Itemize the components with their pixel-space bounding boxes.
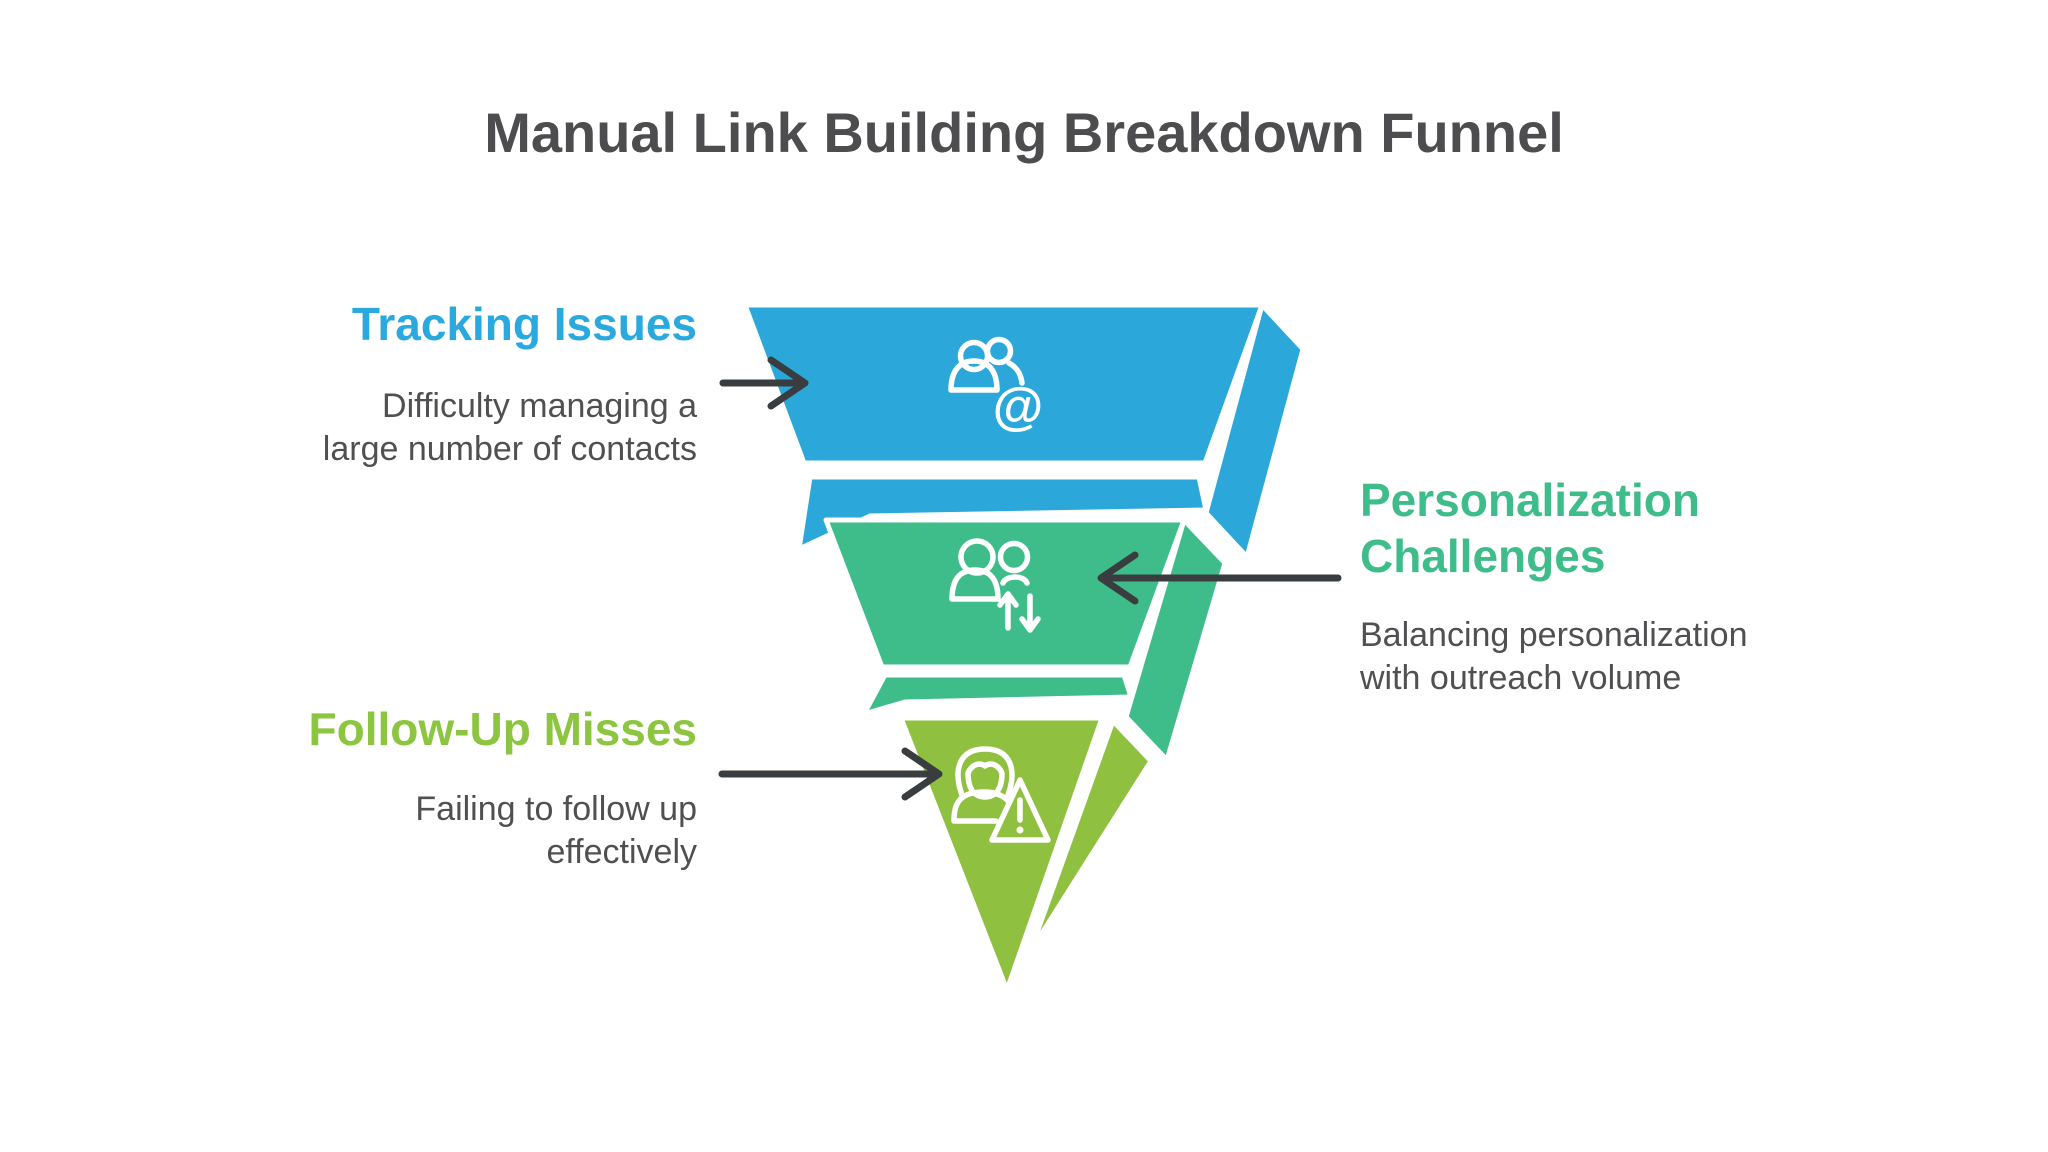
tier1-bottom-lip [796,474,1209,552]
contacts-email-icon: @ [948,336,1044,436]
down-arrow [1019,593,1041,633]
tier2-heading-line2: Challenges [1360,530,1606,582]
tier3-description: Failing to follow up effectively [137,788,697,874]
woman-body [951,789,1012,823]
front-person-body [948,358,1000,393]
tier3-heading: Follow-Up Misses [137,704,697,754]
right-person-head [997,540,1031,574]
at-symbol: @ [993,378,1044,436]
tier2-desc-line1: Balancing personalization [1360,616,1748,654]
left-person-body [949,567,1001,602]
label-personalization-challenges: Personalization Challenges Balancing per… [1360,472,1920,700]
back-person-shoulder [1006,360,1025,386]
tier2-description: Balancing personalization with outreach … [1360,614,1920,700]
arrow-to-tier2 [1097,551,1342,605]
person-warning-icon [951,746,1051,843]
label-follow-up-misses: Follow-Up Misses Failing to follow up ef… [137,704,697,874]
funnel-tier-tracking-issues: @ [742,302,1306,560]
page-title: Manual Link Building Breakdown Funnel [484,101,1564,164]
tier3-desc-line1: Failing to follow up [415,790,697,828]
connector-arrows [718,356,1342,801]
tier1-side-panel [1203,302,1306,560]
funnel-tier-personalization-challenges [823,517,1228,763]
people-sort-icon [949,538,1041,633]
tier2-heading: Personalization Challenges [1360,472,1920,584]
woman-hair [955,746,1015,798]
right-person-shoulder [1000,574,1030,586]
tier2-heading-line1: Personalization [1360,474,1700,526]
tier2-desc-line2: with outreach volume [1360,659,1682,697]
tier3-desc-line2: effectively [546,833,697,871]
tier3-side-sliver [1027,718,1154,955]
tier1-heading: Tracking Issues [137,299,697,349]
arrow-to-tier3 [718,747,943,801]
tier1-description: Difficulty managing a large number of co… [137,385,697,471]
tier3-heading-line: Follow-Up Misses [308,703,697,755]
tier3-front-face [898,715,1105,993]
up-arrow [997,591,1019,631]
tier1-desc-line2: large number of contacts [322,430,697,468]
tier1-desc-line1: Difficulty managing a [382,387,697,425]
tier1-heading-line: Tracking Issues [351,298,697,350]
tier2-bottom-lip [861,672,1134,717]
tier1-front-face [742,302,1265,466]
funnel-tier-follow-up-misses [898,715,1154,993]
arrow-to-tier1 [719,356,809,410]
label-tracking-issues: Tracking Issues Difficulty managing a la… [137,299,697,471]
exclamation-dot [1016,826,1024,834]
left-person-head [958,538,996,576]
front-person-head [957,339,991,373]
warning-triangle [989,777,1051,843]
